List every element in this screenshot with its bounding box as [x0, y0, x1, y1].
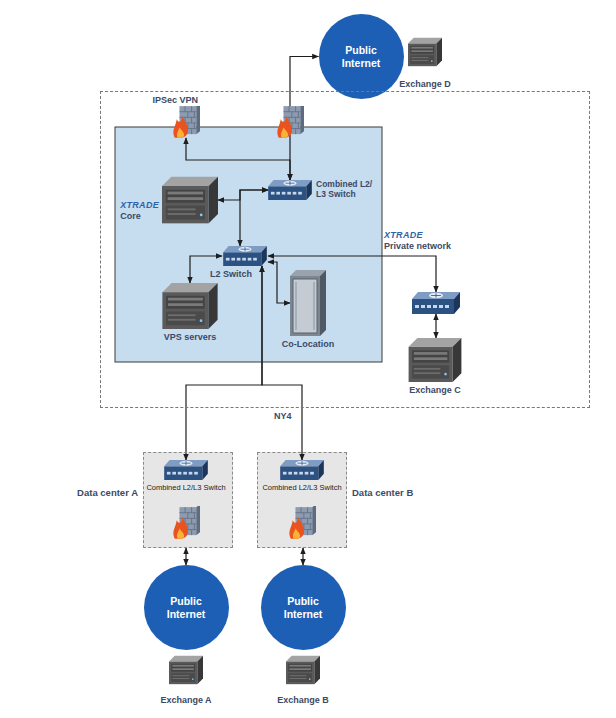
node-label: Exchange A	[160, 695, 211, 706]
node-label: Data center A	[77, 487, 138, 498]
label-group: XTRADECore	[120, 200, 159, 222]
core-server-icon	[162, 176, 218, 224]
exchange-server: Exchange D	[408, 28, 442, 76]
network-link	[268, 262, 290, 303]
l3-switch-icon	[163, 460, 209, 480]
exchange-server-icon	[408, 338, 462, 382]
vps-server: VPS servers	[162, 283, 218, 329]
node-label: L2 Switch	[210, 269, 252, 280]
private-switch: XTRADEPrivate network	[412, 292, 460, 314]
label-group: Combined L2/ L3 Switch	[316, 179, 380, 199]
l3-switch: Combined L2/L3 Switch	[279, 460, 325, 480]
internet-cloud: Public Internet	[144, 565, 229, 650]
network-link	[435, 314, 436, 338]
firewall-icon	[173, 504, 200, 539]
core-zone-panel	[115, 127, 382, 362]
node-label: Public Internet	[332, 44, 390, 69]
node-label: Combined L2/ L3 Switch	[316, 179, 380, 199]
label-group: Data center B	[352, 487, 413, 498]
l3-switch-icon	[279, 460, 325, 480]
datacenter-box: Data center BCombined L2/L3 Switch	[257, 452, 347, 548]
internet-cloud: Public Internet	[319, 14, 404, 99]
node-label: Core	[120, 211, 159, 222]
internet-cloud: Public Internet	[261, 565, 346, 650]
colocation-rack-icon	[290, 270, 326, 336]
label-group: Public Internet	[261, 565, 346, 650]
label-group: VPS servers	[164, 332, 217, 343]
label-group: Exchange D	[399, 79, 451, 90]
colocation-rack: Co-Location	[290, 270, 326, 336]
node-label: Exchange C	[409, 385, 461, 396]
node-label: Combined L2/L3 Switch	[146, 483, 225, 492]
exchange-server-icon	[408, 28, 442, 76]
label-group: Co-Location	[282, 339, 335, 350]
label-group: Exchange A	[160, 695, 211, 706]
brand-logo-text: XTRADE	[384, 230, 451, 241]
datacenter-panel	[143, 452, 233, 548]
datacenter-panel	[257, 452, 347, 548]
label-group: Public Internet	[144, 565, 229, 650]
exchange-server: Exchange A	[169, 648, 203, 692]
brand-logo-text: XTRADE	[120, 200, 159, 211]
label-group: Exchange C	[409, 385, 461, 396]
label-group: NY4	[274, 411, 292, 422]
node-label: NY4	[274, 411, 292, 422]
node-label: Exchange D	[399, 79, 451, 90]
exchange-server-icon	[169, 648, 203, 692]
exchange-server: Exchange C	[408, 338, 462, 382]
label-group: XTRADEPrivate network	[384, 230, 451, 252]
core-server: XTRADECore	[162, 176, 218, 224]
private-switch-icon	[412, 292, 460, 314]
vpn-firewall: IPSec VPN	[172, 106, 200, 138]
node-label: Public Internet	[157, 595, 215, 620]
network-link	[240, 190, 268, 246]
node-label: IPSec VPN	[152, 95, 198, 106]
l3-switch-icon	[268, 180, 312, 200]
network-link	[186, 138, 290, 180]
label-group: Public Internet	[319, 14, 404, 99]
l3-switch: Combined L2/L3 Switch	[163, 460, 209, 480]
firewall-icon	[289, 504, 316, 539]
datacenter-box: Data center ACombined L2/L3 Switch	[143, 452, 233, 548]
exchange-server: Exchange B	[286, 648, 320, 692]
label-group: Combined L2/L3 Switch	[146, 483, 225, 492]
node-label: VPS servers	[164, 332, 217, 343]
l2-switch-icon	[222, 246, 268, 266]
node-label: Combined L2/L3 Switch	[262, 483, 341, 492]
vps-server-icon	[162, 283, 218, 329]
label-group: Combined L2/L3 Switch	[262, 483, 341, 492]
label-group: L2 Switch	[210, 269, 252, 280]
node-label: Data center B	[352, 487, 413, 498]
label-group: Data center A	[77, 487, 138, 498]
network-link	[302, 548, 303, 565]
node-label: Co-Location	[282, 339, 335, 350]
network-link	[185, 548, 186, 565]
node-label: Private network	[384, 241, 451, 252]
network-link	[218, 190, 268, 200]
label-group: Exchange B	[277, 695, 329, 706]
node-label: Public Internet	[274, 595, 332, 620]
site-boundary: NY4IPSec VPNCombined L2/ L3 SwitchXTRADE…	[100, 91, 590, 408]
firewall-icon	[277, 103, 304, 138]
label-group: IPSec VPN	[152, 95, 198, 106]
l3-switch: Combined L2/ L3 Switch	[268, 180, 312, 200]
l2-switch: L2 Switch	[222, 246, 268, 266]
exchange-server-icon	[286, 648, 320, 692]
node-label: Exchange B	[277, 695, 329, 706]
vpn-firewall-icon	[172, 106, 200, 138]
